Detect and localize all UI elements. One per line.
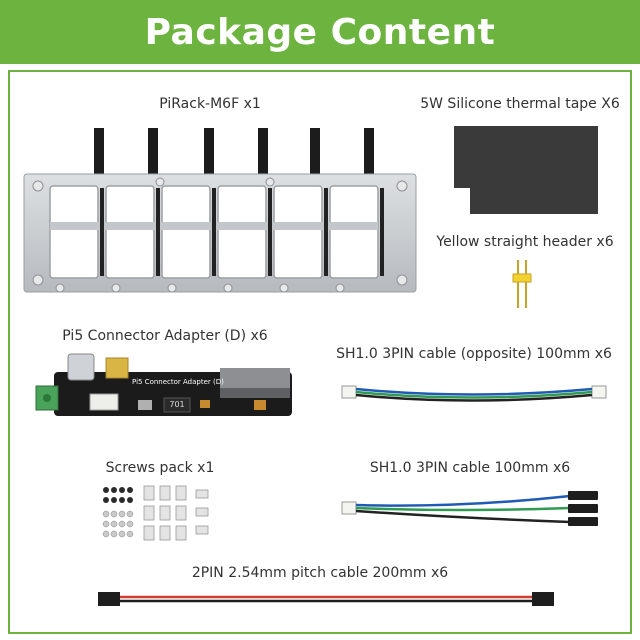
thermal-tape-image	[452, 124, 600, 216]
item-label-sh-cable-opposite: SH1.0 3PIN cable (opposite) 100mm x6	[336, 346, 612, 362]
item-label-yellow-header: Yellow straight header x6	[436, 234, 614, 250]
item-label-pi5-adapter: Pi5 Connector Adapter (D) x6	[62, 328, 268, 344]
page-title: Package Content	[144, 11, 496, 53]
header-banner: Package Content	[0, 0, 640, 64]
item-label-pirack: PiRack-M6F x1	[159, 96, 261, 112]
pcb-silkscreen-text: Pi5 Connector Adapter (D)	[132, 378, 224, 386]
2pin-cable-image	[96, 588, 556, 612]
sh-cable-opposite-image	[340, 380, 610, 406]
pcb-chip-text: 701	[169, 400, 185, 409]
screws-pack-image	[100, 484, 218, 544]
sh-cable-image	[340, 488, 604, 532]
pirack-m6f-image	[20, 122, 420, 300]
item-label-2pin-cable: 2PIN 2.54mm pitch cable 200mm x6	[191, 565, 449, 581]
item-label-sh-cable: SH1.0 3PIN cable 100mm x6	[369, 460, 571, 476]
item-label-thermal-tape: 5W Silicone thermal tape X6	[420, 96, 620, 112]
pi5-adapter-image	[34, 350, 296, 428]
item-label-screws: Screws pack x1	[105, 460, 215, 476]
yellow-header-image	[510, 260, 534, 310]
